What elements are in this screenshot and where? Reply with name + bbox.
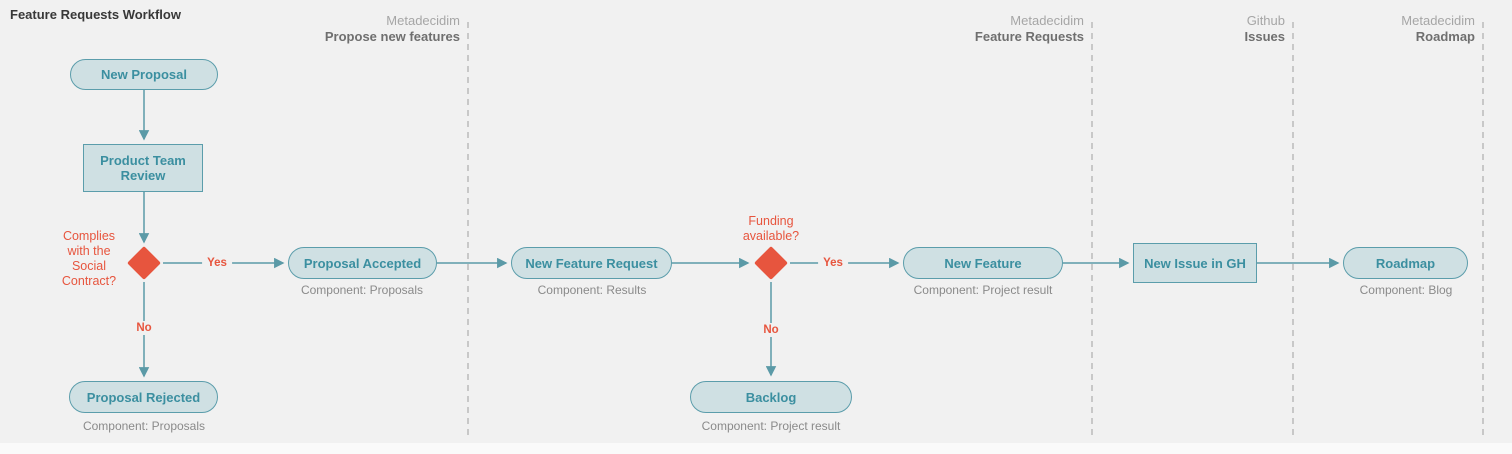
edge-label-funding-yes: Yes <box>818 256 848 270</box>
lane-name-label: Feature Requests <box>974 29 1084 44</box>
node-roadmap: Roadmap <box>1343 247 1468 279</box>
edge-label-complies-yes: Yes <box>202 256 232 270</box>
lane-platform-label: Metadecidim <box>1010 13 1084 28</box>
lane-header-feature-requests: Metadecidim Feature Requests <box>975 13 1084 45</box>
lane-name-label: Propose new features <box>324 29 460 44</box>
bottom-strip <box>0 443 1512 454</box>
node-product-team-review: Product Team Review <box>83 144 203 192</box>
lane-header-github-issues: Github Issues <box>1245 13 1285 45</box>
node-new-feature-request: New Feature Request <box>511 247 672 279</box>
node-new-proposal: New Proposal <box>70 59 218 90</box>
lane-divider-lines <box>467 22 1484 440</box>
lane-name-label: Issues <box>1244 29 1285 44</box>
caption-component-blog: Component: Blog <box>1359 283 1453 297</box>
caption-component-results: Component: Results <box>537 283 647 297</box>
node-new-feature: New Feature <box>903 247 1063 279</box>
node-proposal-rejected: Proposal Rejected <box>69 381 218 413</box>
decision-question-complies: Complies with the Social Contract? <box>61 229 117 288</box>
caption-component-project-result: Component: Project result <box>913 283 1053 297</box>
edge-label-funding-no: No <box>758 323 784 337</box>
caption-component-proposals: Component: Proposals <box>82 419 206 433</box>
lane-platform-label: Github <box>1246 13 1285 28</box>
node-new-issue-in-gh: New Issue in GH <box>1133 243 1257 283</box>
edge-label-complies-no: No <box>131 321 157 335</box>
page-title: Feature Requests Workflow <box>10 7 181 22</box>
lane-platform-label: Metadecidim <box>386 13 460 28</box>
lane-platform-label: Metadecidim <box>1401 13 1475 28</box>
lane-header-roadmap: Metadecidim Roadmap <box>1401 13 1475 45</box>
node-backlog: Backlog <box>690 381 852 413</box>
caption-component-proposals: Component: Proposals <box>300 283 424 297</box>
lane-name-label: Roadmap <box>1415 29 1475 44</box>
caption-component-project-result: Component: Project result <box>701 419 841 433</box>
node-proposal-accepted: Proposal Accepted <box>288 247 437 279</box>
lane-header-propose-new-features: Metadecidim Propose new features <box>325 13 460 45</box>
decision-question-funding: Funding available? <box>742 214 800 243</box>
